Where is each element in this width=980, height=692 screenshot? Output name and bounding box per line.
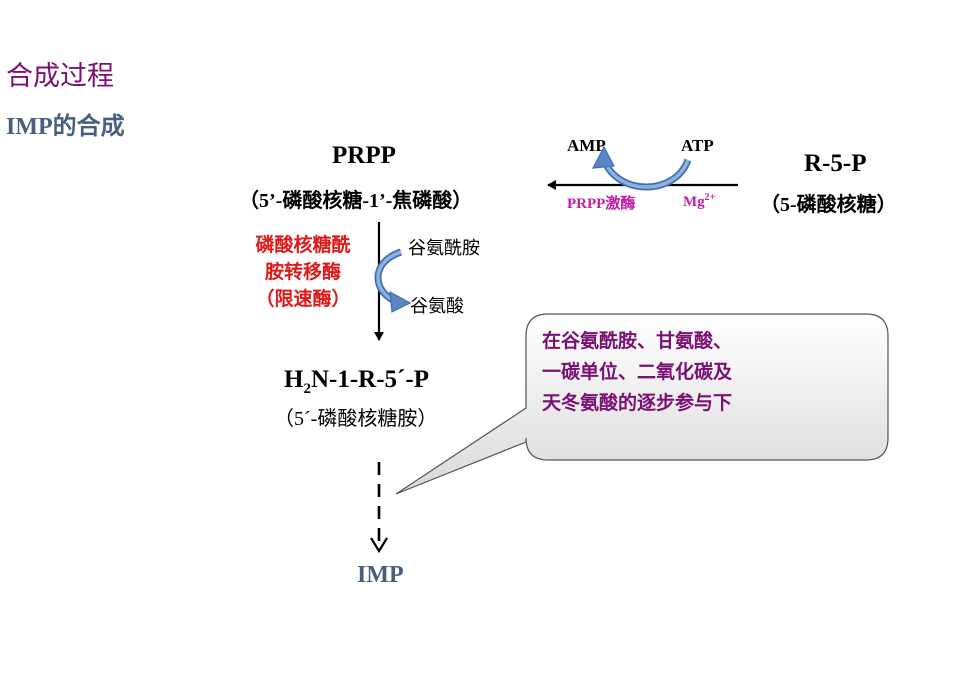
amp-arrowhead — [591, 145, 615, 169]
callout-line: 天冬氨酸的逐步参与下 — [542, 393, 733, 414]
imp-arrowhead — [370, 537, 388, 554]
amine-label: H2N-1-R-5´-P — [284, 366, 429, 397]
imp-label: IMP — [357, 562, 404, 588]
callout-line: 一碳单位、二氧化碳及 — [542, 362, 733, 383]
r5p-label: R-5-P — [804, 150, 867, 177]
prpp-kinase-label: PRPP激酶 — [567, 196, 636, 212]
enzyme-line: （限速酶） — [255, 289, 351, 310]
section-title: 合成过程 — [6, 61, 114, 91]
atp-amp-curve-arrow — [600, 158, 692, 191]
callout-line: 在谷氨酰胺、甘氨酸、 — [542, 331, 733, 352]
enzyme-line: 磷酸核糖酰 — [255, 235, 351, 256]
callout-bubble-shape — [395, 313, 889, 495]
enzyme-line: 胺转移酶 — [264, 262, 341, 283]
callout-text: 在谷氨酰胺、甘氨酸、 一碳单位、二氧化碳及 天冬氨酸的逐步参与下 — [542, 326, 732, 419]
r5p-full-name: （5-磷酸核糖） — [760, 194, 897, 216]
glutamate-label: 谷氨酸 — [410, 296, 464, 316]
amp-label: AMP — [567, 136, 606, 155]
magnesium-cofactor: Mg2+ — [683, 192, 716, 210]
atp-label: ATP — [681, 136, 714, 155]
glutamine-label: 谷氨酰胺 — [408, 238, 480, 258]
prpp-full-name: （5’-磷酸核糖-1’-焦磷酸） — [239, 190, 473, 212]
glutamate-arrowhead — [389, 290, 412, 313]
atp-amp-curve-arrow-fill — [602, 159, 690, 189]
section-subtitle: IMP的合成 — [6, 114, 125, 140]
amine-full-name: （5´-磷酸核糖胺） — [274, 408, 438, 430]
transferase-enzyme-label: 磷酸核糖酰 胺转移酶 （限速酶） — [238, 232, 368, 313]
prpp-label: PRPP — [332, 142, 396, 169]
